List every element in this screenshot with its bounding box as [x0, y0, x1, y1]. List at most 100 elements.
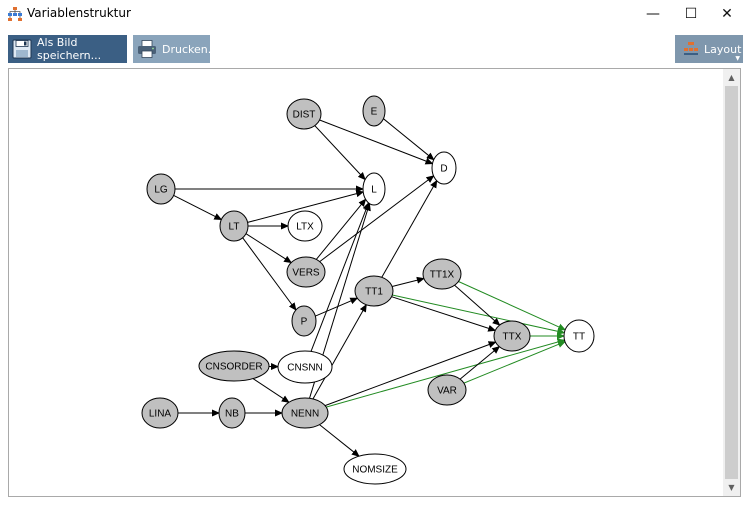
- edge-dist-to-l: [314, 125, 366, 181]
- graph-node-tt[interactable]: TT: [563, 319, 595, 353]
- node-label: L: [371, 185, 377, 196]
- edge-tt1x-to-tt: [458, 281, 567, 331]
- node-ellipse: [427, 374, 467, 406]
- graph-node-cnsnn[interactable]: CNSNN: [277, 350, 333, 384]
- close-button[interactable]: ✕: [704, 0, 750, 28]
- node-ellipse: [218, 397, 246, 429]
- node-ellipse: [287, 210, 323, 242]
- edge-nenn-to-ttx: [324, 341, 497, 407]
- layout-label: Layout: [704, 42, 742, 56]
- print-button[interactable]: Drucken...: [133, 35, 218, 63]
- edges-layer: [173, 118, 567, 457]
- node-ellipse: [493, 320, 531, 352]
- graph-node-tt1x[interactable]: TT1X: [422, 258, 462, 290]
- node-ellipse: [146, 173, 176, 205]
- node-ellipse: [286, 256, 326, 288]
- maximize-button[interactable]: ☐: [668, 0, 714, 28]
- node-ellipse: [431, 151, 457, 185]
- print-label: Drucken...: [162, 42, 219, 56]
- edge-tt1-to-d: [381, 179, 438, 278]
- node-label: NOMSIZE: [352, 465, 398, 476]
- edge-vers-to-l: [315, 198, 367, 260]
- hierarchy-icon: [8, 7, 22, 21]
- layout-button[interactable]: Layout ▼: [675, 35, 743, 63]
- graph-node-dist[interactable]: DIST: [286, 98, 322, 130]
- node-ellipse: [422, 258, 462, 290]
- node-ellipse: [277, 350, 333, 384]
- graph-node-lina[interactable]: LINA: [141, 397, 179, 429]
- node-label: TTX: [503, 332, 522, 343]
- graph-node-nomsize[interactable]: NOMSIZE: [343, 453, 407, 485]
- vertical-scrollbar[interactable]: ▲ ▼: [723, 69, 740, 496]
- node-label: CNSNN: [287, 363, 323, 374]
- node-label: NENN: [291, 409, 319, 420]
- node-label: LTX: [296, 222, 314, 233]
- title-bar: Variablenstruktur — ☐ ✕: [0, 0, 750, 28]
- node-label: NB: [225, 409, 239, 420]
- graph-node-nenn[interactable]: NENN: [281, 397, 329, 429]
- graph-node-lt[interactable]: LT: [219, 210, 249, 242]
- scrollbar-thumb[interactable]: [725, 86, 738, 479]
- node-ellipse: [362, 95, 386, 127]
- toolbar: Als Bild speichern... Drucken... Layout …: [0, 32, 750, 64]
- node-label: E: [371, 107, 378, 118]
- edge-p-to-tt1: [315, 297, 359, 317]
- minimize-button[interactable]: —: [630, 0, 676, 28]
- edge-nenn-to-tt: [325, 338, 566, 408]
- node-ellipse: [343, 453, 407, 485]
- node-ellipse: [141, 397, 179, 429]
- edge-lg-to-lt: [173, 194, 223, 221]
- graph-node-d[interactable]: D: [431, 151, 457, 185]
- scroll-down-arrow-icon[interactable]: ▼: [728, 483, 735, 492]
- graph-node-p[interactable]: P: [291, 305, 317, 337]
- graph-node-ltx[interactable]: LTX: [287, 210, 323, 242]
- node-ellipse: [354, 275, 394, 307]
- node-ellipse: [198, 350, 270, 382]
- edge-var-to-tt: [463, 341, 566, 384]
- node-label: CNSORDER: [205, 362, 262, 373]
- edge-tt1x-to-ttx: [454, 284, 501, 326]
- dropdown-arrow-icon: ▼: [735, 55, 740, 62]
- edge-nenn-to-tt1: [312, 303, 367, 400]
- graph-node-vers[interactable]: VERS: [286, 256, 326, 288]
- node-label: P: [301, 317, 308, 328]
- save-image-button[interactable]: Als Bild speichern...: [8, 35, 127, 63]
- graph-node-var[interactable]: VAR: [427, 374, 467, 406]
- floppy-disk-icon: [12, 39, 32, 59]
- edge-var-to-ttx: [459, 345, 501, 380]
- node-label: VAR: [437, 386, 457, 397]
- edge-lt-to-l: [247, 190, 365, 223]
- node-label: TT: [573, 332, 585, 343]
- scroll-up-arrow-icon[interactable]: ▲: [728, 73, 735, 82]
- node-ellipse: [281, 397, 329, 429]
- node-ellipse: [286, 98, 322, 130]
- node-label: LT: [229, 222, 240, 233]
- edge-cnsorder-to-nenn: [252, 378, 290, 403]
- node-ellipse: [291, 305, 317, 337]
- maximize-icon: ☐: [684, 6, 698, 22]
- graph-node-lg[interactable]: LG: [146, 173, 176, 205]
- node-ellipse: [563, 319, 595, 353]
- graph-node-cnsorder[interactable]: CNSORDER: [198, 350, 270, 382]
- node-ellipse: [219, 210, 249, 242]
- close-icon: ✕: [721, 6, 733, 22]
- graph-node-tt1[interactable]: TT1: [354, 275, 394, 307]
- edge-tt1-to-ttx: [391, 296, 497, 332]
- printer-icon: [138, 40, 156, 58]
- node-label: LG: [154, 185, 168, 196]
- layout-hierarchy-icon: [684, 42, 698, 55]
- minimize-icon: —: [646, 6, 660, 22]
- edge-nenn-to-nomsize: [319, 424, 360, 457]
- edge-vers-to-d: [319, 175, 435, 262]
- node-ellipse: [362, 172, 386, 206]
- graph-node-l[interactable]: L: [362, 172, 386, 206]
- edge-dist-to-d: [319, 119, 434, 165]
- graph-node-e[interactable]: E: [362, 95, 386, 127]
- graph-node-nb[interactable]: NB: [218, 397, 246, 429]
- graph-node-ttx[interactable]: TTX: [493, 320, 531, 352]
- node-label: VERS: [292, 268, 320, 279]
- node-label: D: [440, 164, 447, 175]
